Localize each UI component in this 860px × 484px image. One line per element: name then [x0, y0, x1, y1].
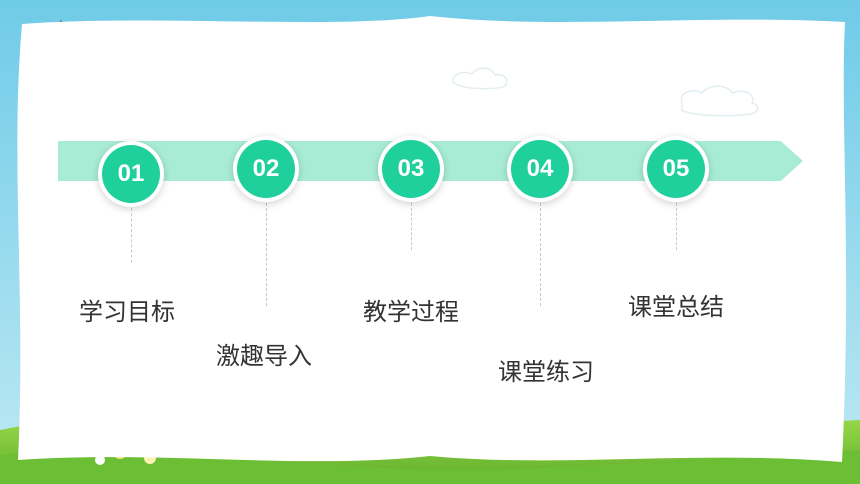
step-label-5: 课堂总结 [628, 293, 724, 321]
step-number-02: 02 [237, 140, 295, 198]
step-number-05: 05 [647, 140, 705, 198]
content-card [17, 16, 847, 462]
step-number-03: 03 [382, 140, 440, 198]
speck [60, 20, 62, 22]
step-label-1: 学习目标 [79, 298, 175, 326]
step-number-01: 01 [102, 145, 160, 203]
connector-line [266, 198, 267, 306]
step-label-3: 教学过程 [363, 298, 459, 326]
step-number-04: 04 [511, 140, 569, 198]
connector-line [131, 203, 132, 263]
connector-line [676, 198, 677, 250]
step-label-4: 课堂练习 [498, 358, 594, 386]
step-label-2: 激趣导入 [216, 342, 312, 370]
connector-line [411, 198, 412, 250]
connector-line [540, 198, 541, 306]
